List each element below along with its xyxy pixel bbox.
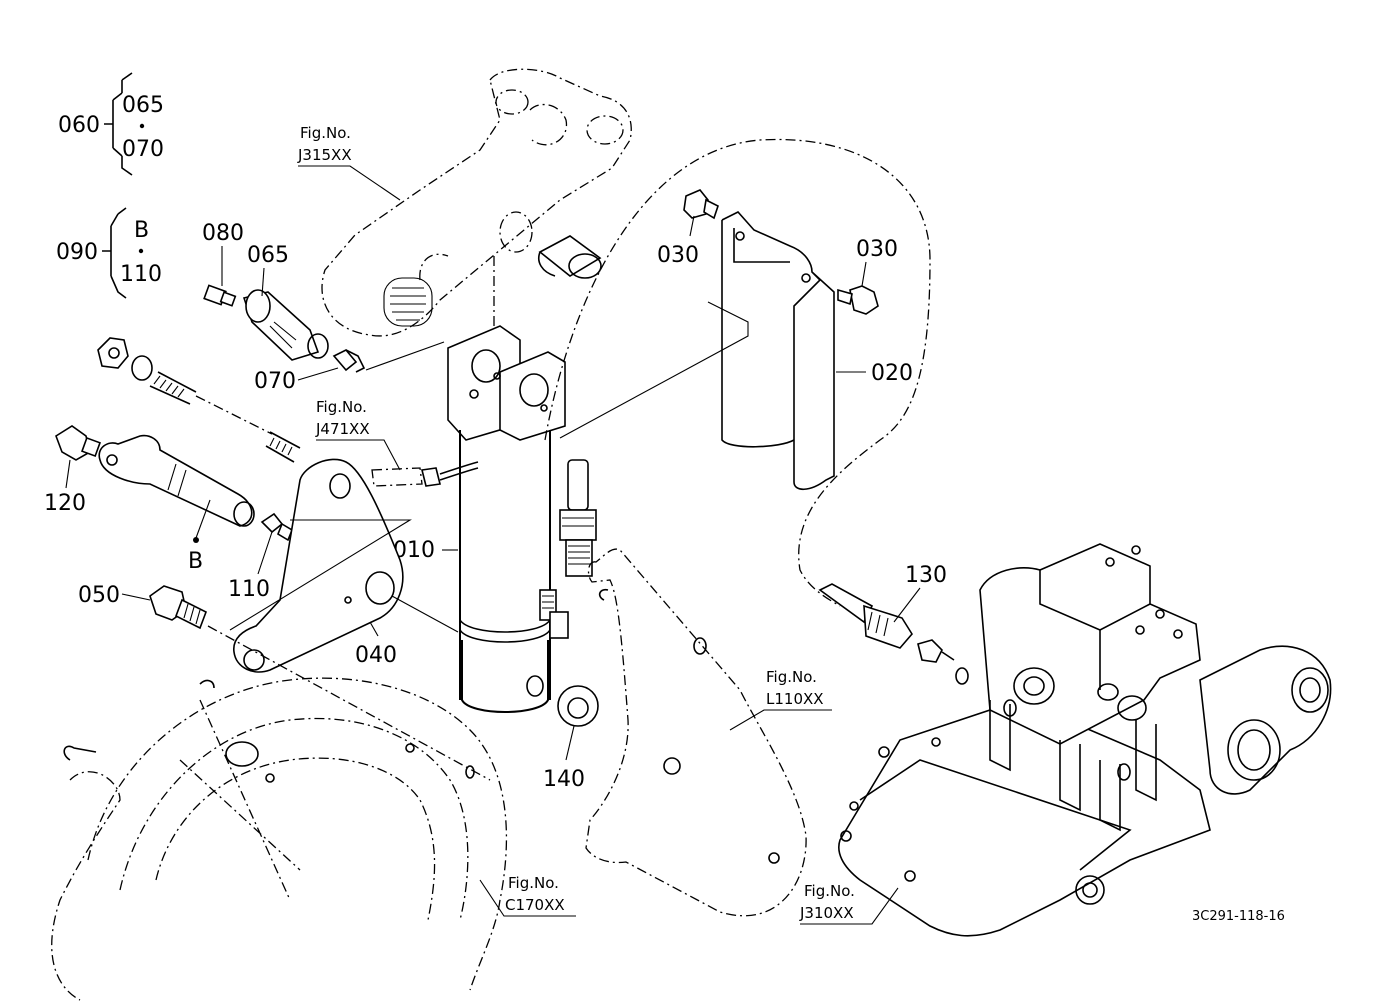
grease-nipple-110: [260, 512, 293, 542]
fig-ref-c170-code: C170XX: [505, 896, 565, 914]
bolt-050: [149, 585, 208, 630]
spline-hub: [383, 277, 433, 327]
set-child-070: 070: [122, 137, 164, 162]
set-child-110: 110: [120, 262, 162, 287]
elbow-fitting-070: [332, 349, 366, 373]
fig-ref-l110-label: Fig.No.: [766, 668, 817, 686]
part-label-B: B: [188, 549, 203, 574]
pin-065: [242, 289, 329, 361]
part-label-040: 040: [355, 643, 397, 668]
part-label-140: 140: [543, 767, 585, 792]
set-parent-060: 060: [58, 113, 100, 138]
fig-ref-c170-label: Fig.No.: [508, 874, 559, 892]
part-label-070: 070: [254, 369, 296, 394]
bushing-part: [538, 235, 602, 279]
part-label-120: 120: [44, 491, 86, 516]
part-label-065: 065: [247, 243, 289, 268]
hydraulic-cover-j310-reference-part: [838, 543, 1332, 937]
fig-ref-j315-label: Fig.No.: [300, 124, 351, 142]
fig-ref-j471: Fig.No. J471XX: [315, 398, 401, 471]
set-group-090: 090 B 110: [56, 207, 162, 299]
fig-ref-j471-code: J471XX: [315, 420, 370, 438]
fig-ref-j310-label: Fig.No.: [804, 882, 855, 900]
bolt-030-a: [683, 189, 719, 220]
part-label-130: 130: [905, 563, 947, 588]
part-label-080: 080: [202, 221, 244, 246]
fig-ref-j471-label: Fig.No.: [316, 398, 367, 416]
seal-140: [557, 685, 599, 727]
fitting-120: [55, 425, 101, 461]
pin-B: [98, 434, 255, 527]
guard-020: [559, 211, 835, 491]
part-label-110: 110: [228, 577, 270, 602]
lift-arm-reference-part: [321, 68, 632, 340]
pin-B-marker-dot: [193, 537, 199, 543]
fig-ref-c170: Fig.No. C170XX: [479, 874, 576, 917]
fig-ref-j310: Fig.No. J310XX: [799, 882, 899, 925]
part-label-030-a: 030: [657, 243, 699, 268]
part-label-020: 020: [871, 361, 913, 386]
document-code: 3C291-118-16: [1192, 909, 1285, 924]
set-group-060: 060 065 070: [58, 72, 164, 176]
lift-cylinder-010: [447, 325, 569, 713]
grease-nipple-080: [203, 284, 237, 307]
fig-ref-l110-code: L110XX: [766, 690, 824, 708]
fig-ref-j315-code: J315XX: [297, 146, 352, 164]
hose-fitting-130: [818, 583, 969, 685]
plate-L110-reference-part: [585, 548, 807, 917]
hose-routing-outline: [544, 138, 931, 607]
part-label-030-b: 030: [856, 237, 898, 262]
fig-ref-j315: Fig.No. J315XX: [297, 124, 401, 201]
bracket-040: [233, 458, 404, 673]
set-separator-dot: [139, 123, 145, 129]
set-separator-dot: [138, 248, 144, 254]
pipe-clip-part: [371, 461, 479, 487]
transmission-housing-c170-reference-part: [51, 677, 508, 1001]
long-bolt-part: [97, 337, 301, 463]
fig-ref-j310-code: J310XX: [799, 904, 854, 922]
part-label-050: 050: [78, 583, 120, 608]
fig-ref-l110: Fig.No. L110XX: [729, 668, 832, 731]
set-child-B: B: [134, 218, 149, 243]
set-child-065: 065: [122, 93, 164, 118]
hose-fitting-part: [559, 459, 597, 577]
bolt-030-b: [837, 285, 879, 315]
set-parent-090: 090: [56, 240, 98, 265]
